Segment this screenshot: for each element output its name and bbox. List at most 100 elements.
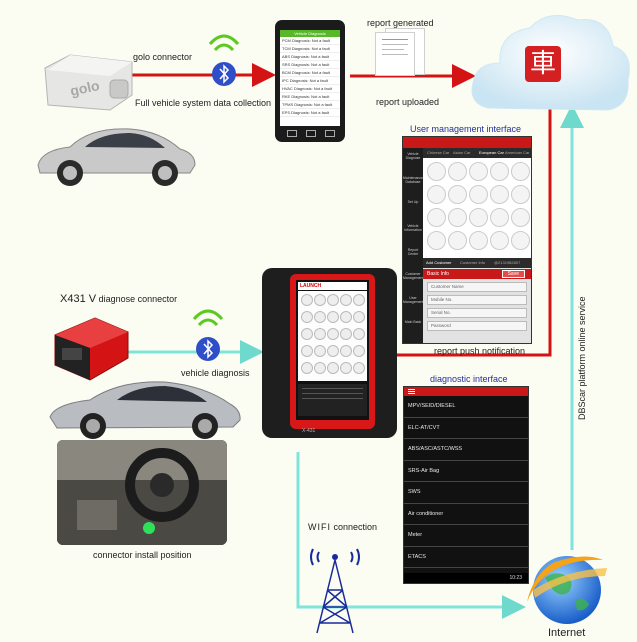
smartphone: Vehicle Diagnosis PCM Diagnosis: Not a f… [275,20,345,142]
diag-menu-item[interactable]: SRS-Air Bag [404,461,528,482]
tablet-app-icon[interactable] [353,311,365,323]
user-sidebar-item[interactable]: User Management [403,296,423,304]
brand-logo-icon[interactable] [427,185,446,204]
label-x431: X431 V diagnose connector [60,293,177,305]
diag-menu-item[interactable]: ABS/ASC/ASTC/WSS [404,439,528,461]
tablet-app-icon[interactable] [327,362,339,374]
phone-report-line: ABS Diagnosis: Not a fault [280,53,340,61]
tablet-app-icon[interactable] [301,362,313,374]
form-tab[interactable]: Customer Info [460,260,486,265]
tablet-app-icon[interactable] [314,328,326,340]
label-report-generated: report generated [367,18,434,28]
label-connector-install: connector install position [93,550,192,560]
diag-status-time: 10:23 [509,575,522,581]
tablet-app-icon[interactable] [314,362,326,374]
label-wifi: WIFI connection [308,522,377,532]
brand-logo-icon[interactable] [427,231,446,250]
brand-logo-icon[interactable] [448,208,467,227]
car-interior-image [57,440,227,545]
diag-menu-item[interactable]: Air conditioner [404,504,528,525]
bluetooth-icon [188,305,228,365]
brand-logo-icon[interactable] [511,208,530,227]
tablet-app-icon[interactable] [353,328,365,340]
phone-report-line: EPS Diagnosis: Not a fault [280,109,340,117]
form-field-input[interactable]: Password [427,321,527,331]
user-sidebar-item[interactable]: Vehicle Information [404,224,422,232]
label-wifi-main: WIFI [308,522,331,532]
brand-logo-icon[interactable] [469,162,488,181]
tablet-app-icon[interactable] [340,294,352,306]
user-tab[interactable]: Asian Car [453,150,471,155]
user-tab[interactable]: Chinese Car [427,150,450,155]
phone-report-line: HVAC Diagnosis: Not a fault [280,85,340,93]
tablet-app-icon[interactable] [327,311,339,323]
brand-logo-icon[interactable] [511,231,530,250]
brand-logo-icon[interactable] [511,162,530,181]
diag-menu-item[interactable]: ETACS [404,547,528,568]
tablet-app-icon[interactable] [353,345,365,357]
tablet-brand: LAUNCH [300,283,322,289]
brand-logo-icon[interactable] [469,231,488,250]
tablet-app-icon[interactable] [340,311,352,323]
brand-logo-icon[interactable] [427,208,446,227]
user-sidebar-item[interactable]: Set Up [407,200,419,204]
user-tab[interactable]: European Car [479,150,504,155]
diag-menu-item[interactable]: Meter [404,525,528,547]
brand-logo-icon[interactable] [490,208,509,227]
label-dbscar-service: DBScar platform online service [577,296,587,420]
brand-logo-icon[interactable] [490,185,509,204]
tablet-app-icon[interactable] [314,345,326,357]
brand-logo-icon[interactable] [469,185,488,204]
tablet-app-icon[interactable] [301,294,313,306]
form-tab[interactable]: @2131982807 [494,260,521,265]
phone-report-line: BCM Diagnosis: Not a fault [280,69,340,77]
arrow-tablet-to-internet [296,452,526,619]
tablet-app-icon[interactable] [314,311,326,323]
bluetooth-icon [204,30,244,90]
brand-logo-icon[interactable] [490,162,509,181]
tablet-app-icon[interactable] [301,345,313,357]
phone-screen-title: Vehicle Diagnosis [280,30,340,37]
tablet-app-icon[interactable] [340,328,352,340]
tablet-app-icon[interactable] [327,345,339,357]
tablet-app-icon[interactable] [340,345,352,357]
user-tab[interactable]: American Car [505,150,530,155]
tablet-app-icon[interactable] [353,294,365,306]
form-tabs: Add Customer Customer Info @2131982807 [423,258,531,268]
silver-car-image [45,372,245,442]
tablet-app-icon[interactable] [353,362,365,374]
x431-connector-device [50,310,130,385]
sports-car-image [30,115,200,190]
user-sidebar-item[interactable]: Customer Management [403,272,423,280]
tablet-app-icon[interactable] [314,294,326,306]
brand-logo-icon[interactable] [511,185,530,204]
form-field-input[interactable]: Mobile No. [427,295,527,305]
brand-logo-icon[interactable] [469,208,488,227]
form-tab[interactable]: Add Customer [426,260,452,265]
brand-logo-icon[interactable] [448,231,467,250]
tablet-app-icon[interactable] [301,311,313,323]
form-save-button[interactable]: Save [501,270,525,278]
user-sidebar-item[interactable]: Vehicle Diagnose [405,152,421,160]
tablet-app-icon[interactable] [327,328,339,340]
user-sidebar-item[interactable]: Main Back [404,320,422,324]
brand-logo-icon[interactable] [427,162,446,181]
tablet-app-icon[interactable] [340,362,352,374]
diag-menu-item[interactable]: SWS [404,482,528,504]
diag-menu-item[interactable]: MPV/SEID/DIESEL [404,396,528,418]
diag-menu-item[interactable]: ELC-AT/CVT [404,418,528,439]
form-field-input[interactable]: Serial No. [427,308,527,318]
brand-logo-icon[interactable] [448,162,467,181]
label-golo-connector: golo connector [133,52,193,62]
user-sidebar-item[interactable]: Report Center [407,248,419,256]
brand-logo-icon[interactable] [490,231,509,250]
brand-logo-icon[interactable] [448,185,467,204]
form-field-input[interactable]: Customer Name [427,282,527,292]
user-sidebar-item[interactable]: Maintenance Database [403,176,423,184]
label-internet: Internet [548,627,586,639]
tablet-app-icon[interactable] [327,294,339,306]
tablet-app-icon[interactable] [301,328,313,340]
